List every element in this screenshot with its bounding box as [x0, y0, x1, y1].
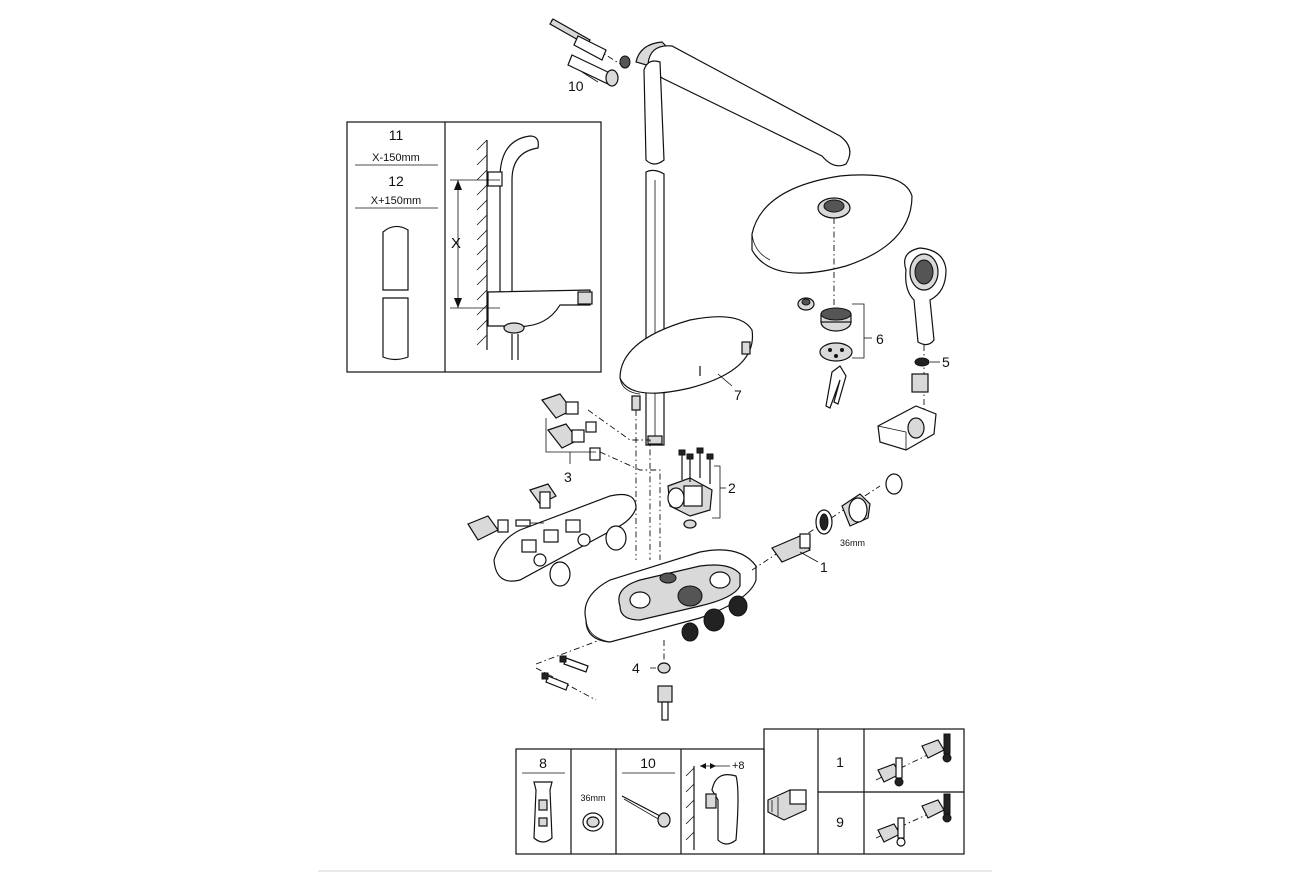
temperature-control: 36mm 1 [751, 473, 903, 575]
front-cover-plate [467, 483, 637, 587]
callout-10: 10 [568, 78, 584, 94]
callout-2: 2 [728, 480, 736, 496]
table-ring-size: 36mm [580, 793, 605, 803]
inset-frame [346, 121, 602, 373]
outlet-connectors: 3 [541, 393, 661, 560]
table-row-1-thermometer-graphic [875, 733, 952, 787]
inset-x-minus-label: X-150mm [372, 152, 420, 164]
bottom-fittings: 4 [535, 639, 673, 721]
riser-side-view [487, 135, 593, 360]
table-row-9-number: 9 [836, 814, 844, 830]
thermostat-body [584, 549, 757, 643]
table-cell-ring: 36mm [580, 793, 606, 832]
callout-4: 4 [632, 660, 640, 676]
wall-anchor-set: 10 [549, 18, 631, 94]
table-cell-connector [767, 789, 807, 821]
valve-cartridge: 2 [667, 447, 736, 529]
callout-3: 3 [564, 469, 572, 485]
dimension-x-label: X [451, 235, 461, 252]
hand-shower: 5 [877, 247, 950, 451]
callout-6: 6 [876, 331, 884, 347]
overhead-shower [751, 174, 913, 306]
callout-1: 1 [820, 559, 828, 575]
wall-hatch [476, 139, 488, 350]
inset-part-12: 12 [388, 173, 404, 189]
table-cell-offset: +8 [685, 760, 745, 850]
dimension-x: X [450, 179, 500, 309]
table-row-9-thermometer-graphic [875, 793, 952, 847]
table-cell-tool: 8 [522, 755, 565, 843]
table-tool-number: 8 [539, 755, 547, 771]
inset-x-plus-label: X+150mm [371, 195, 421, 207]
table-screw-number: 10 [640, 755, 656, 771]
table-row-1-number: 1 [836, 754, 844, 770]
extension-tube [382, 225, 409, 361]
callout-5: 5 [942, 354, 950, 370]
accessory-table: 8 36mm 10 [515, 728, 965, 855]
inset-part-11: 11 [389, 127, 404, 143]
table-cell-screw: 10 [621, 755, 675, 828]
showerhead-parts: 6 [797, 297, 884, 409]
glass-shelf: 7 [619, 316, 754, 560]
shower-column [635, 41, 851, 446]
callout-7: 7 [734, 387, 742, 403]
table-offset-label: +8 [732, 760, 745, 772]
height-variant-inset: 11 X-150mm 12 X+150mm [346, 121, 602, 373]
wrench-size-label: 36mm [840, 538, 865, 548]
